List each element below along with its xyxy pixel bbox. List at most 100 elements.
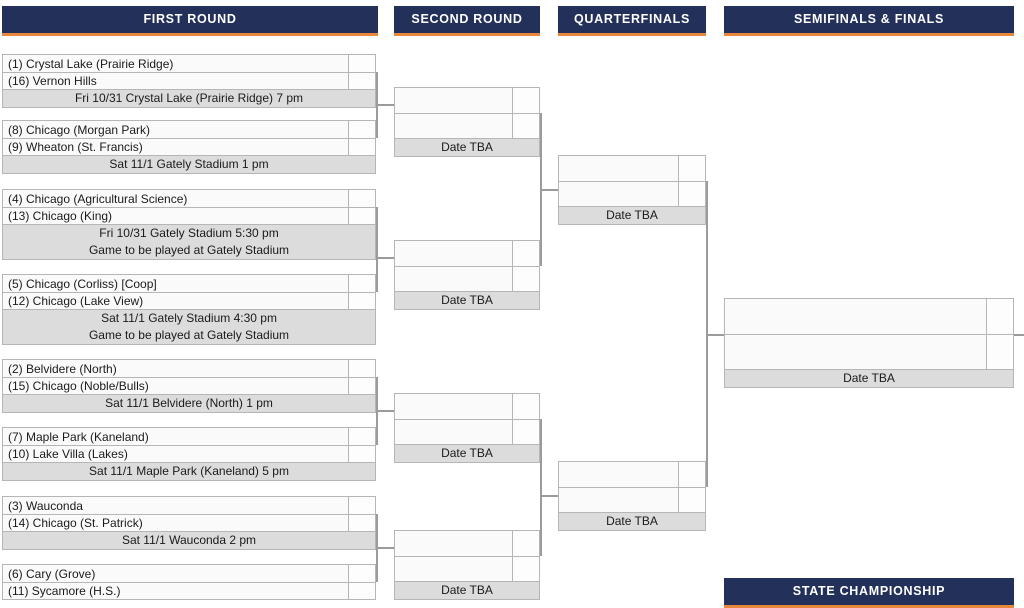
score-cell[interactable] (512, 241, 539, 266)
match-first-round-3[interactable]: (4) Chicago (Agricultural Science) (13) … (2, 189, 376, 260)
score-cell[interactable] (512, 394, 539, 419)
match-first-round-2[interactable]: (8) Chicago (Morgan Park) (9) Wheaton (S… (2, 120, 376, 174)
match-date-row: Sat 11/1 Wauconda 2 pm (2, 532, 376, 550)
score-cell[interactable] (678, 462, 705, 487)
team-name: (6) Cary (Grove) (8, 566, 96, 581)
score-cell[interactable] (512, 114, 539, 138)
team-row-bottom[interactable]: (14) Chicago (St. Patrick) (2, 514, 376, 532)
team-row-bottom[interactable] (558, 487, 706, 513)
score-cell[interactable] (348, 428, 375, 445)
team-row-top[interactable] (394, 530, 540, 556)
connector-vertical-r2-pair2 (540, 419, 542, 556)
round-header-first-round: FIRST ROUND (2, 6, 378, 36)
match-first-round-8[interactable]: (6) Cary (Grove) (11) Sycamore (H.S.) (2, 564, 376, 600)
team-row-top[interactable]: (1) Crystal Lake (Prairie Ridge) (2, 54, 376, 72)
score-cell[interactable] (512, 267, 539, 291)
match-date-row: Date TBA (394, 139, 540, 157)
match-date-line-1: Date TBA (441, 446, 493, 460)
team-row-bottom[interactable] (724, 334, 1014, 370)
score-cell[interactable] (512, 557, 539, 581)
team-row-top[interactable]: (7) Maple Park (Kaneland) (2, 427, 376, 445)
team-row-bottom[interactable] (558, 181, 706, 207)
round-header-semifinals-finals: SEMIFINALS & FINALS (724, 6, 1014, 36)
team-row-bottom[interactable]: (12) Chicago (Lake View) (2, 292, 376, 310)
team-row-top[interactable] (558, 461, 706, 487)
match-second-round-2[interactable]: Date TBA (394, 240, 540, 310)
match-date-line-1: Date TBA (606, 208, 658, 222)
team-name: (3) Wauconda (8, 498, 83, 513)
score-cell[interactable] (348, 565, 375, 582)
team-row-top[interactable] (558, 155, 706, 181)
match-second-round-1[interactable]: Date TBA (394, 87, 540, 157)
score-cell[interactable] (348, 55, 375, 72)
team-row-bottom[interactable]: (15) Chicago (Noble/Bulls) (2, 377, 376, 395)
team-row-top[interactable]: (5) Chicago (Corliss) [Coop] (2, 274, 376, 292)
score-cell[interactable] (512, 420, 539, 444)
team-row-bottom[interactable]: (16) Vernon Hills (2, 72, 376, 90)
team-row-bottom[interactable]: (13) Chicago (King) (2, 207, 376, 225)
match-date-line-2: Game to be played at Gately Stadium (88, 328, 290, 342)
score-cell[interactable] (348, 515, 375, 531)
match-date-line-1: Date TBA (441, 583, 493, 597)
match-date-row: Sat 11/1 Gately Stadium 4:30 pm Game to … (2, 310, 376, 345)
match-first-round-7[interactable]: (3) Wauconda (14) Chicago (St. Patrick) … (2, 496, 376, 550)
match-first-round-6[interactable]: (7) Maple Park (Kaneland) (10) Lake Vill… (2, 427, 376, 481)
connector-horizontal-final-out (1014, 334, 1024, 336)
team-row-bottom[interactable]: (9) Wheaton (St. Francis) (2, 138, 376, 156)
match-date-line-1: Sat 11/1 Wauconda 2 pm (121, 533, 257, 547)
team-name: (7) Maple Park (Kaneland) (8, 429, 149, 444)
match-quarterfinal-1[interactable]: Date TBA (558, 155, 706, 225)
team-row-top[interactable] (394, 393, 540, 419)
match-date-row: Date TBA (394, 292, 540, 310)
score-cell[interactable] (986, 335, 1013, 369)
team-row-top[interactable] (394, 87, 540, 113)
score-cell[interactable] (678, 488, 705, 512)
score-cell[interactable] (348, 360, 375, 377)
team-row-top[interactable]: (2) Belvidere (North) (2, 359, 376, 377)
score-cell[interactable] (348, 497, 375, 514)
match-second-round-3[interactable]: Date TBA (394, 393, 540, 463)
match-first-round-4[interactable]: (5) Chicago (Corliss) [Coop] (12) Chicag… (2, 274, 376, 345)
connector-horizontal-r2-pair2 (540, 495, 558, 497)
match-date-row: Sat 11/1 Maple Park (Kaneland) 5 pm (2, 463, 376, 481)
round-header-quarterfinals: QUARTERFINALS (558, 6, 706, 36)
round-header-second-round: SECOND ROUND (394, 6, 540, 36)
team-row-bottom[interactable]: (10) Lake Villa (Lakes) (2, 445, 376, 463)
score-cell[interactable] (348, 139, 375, 155)
match-semifinal-final[interactable]: Date TBA (724, 298, 1014, 388)
score-cell[interactable] (348, 293, 375, 309)
team-row-top[interactable] (394, 240, 540, 266)
team-row-bottom[interactable] (394, 266, 540, 292)
score-cell[interactable] (348, 121, 375, 138)
match-first-round-5[interactable]: (2) Belvidere (North) (15) Chicago (Nobl… (2, 359, 376, 413)
team-row-top[interactable]: (4) Chicago (Agricultural Science) (2, 189, 376, 207)
score-cell[interactable] (348, 73, 375, 89)
score-cell[interactable] (348, 583, 375, 599)
team-row-top[interactable] (724, 298, 1014, 334)
score-cell[interactable] (348, 378, 375, 394)
team-row-top[interactable]: (8) Chicago (Morgan Park) (2, 120, 376, 138)
score-cell[interactable] (348, 446, 375, 462)
match-date-line-1: Sat 11/1 Belvidere (North) 1 pm (105, 396, 273, 410)
score-cell[interactable] (986, 299, 1013, 334)
team-name: (11) Sycamore (H.S.) (8, 584, 121, 598)
score-cell[interactable] (678, 182, 705, 206)
score-cell[interactable] (512, 88, 539, 113)
match-first-round-1[interactable]: (1) Crystal Lake (Prairie Ridge) (16) Ve… (2, 54, 376, 108)
connector-horizontal-r2-pair1 (540, 189, 558, 191)
match-second-round-4[interactable]: Date TBA (394, 530, 540, 600)
team-row-top[interactable]: (3) Wauconda (2, 496, 376, 514)
team-name: (10) Lake Villa (Lakes) (8, 447, 128, 461)
score-cell[interactable] (348, 275, 375, 292)
team-row-bottom[interactable]: (11) Sycamore (H.S.) (2, 582, 376, 600)
team-row-bottom[interactable] (394, 556, 540, 582)
team-row-top[interactable]: (6) Cary (Grove) (2, 564, 376, 582)
team-row-bottom[interactable] (394, 419, 540, 445)
score-cell[interactable] (348, 208, 375, 224)
team-row-bottom[interactable] (394, 113, 540, 139)
match-date-line-1: Date TBA (843, 371, 895, 385)
score-cell[interactable] (348, 190, 375, 207)
score-cell[interactable] (512, 531, 539, 556)
match-quarterfinal-2[interactable]: Date TBA (558, 461, 706, 531)
score-cell[interactable] (678, 156, 705, 181)
